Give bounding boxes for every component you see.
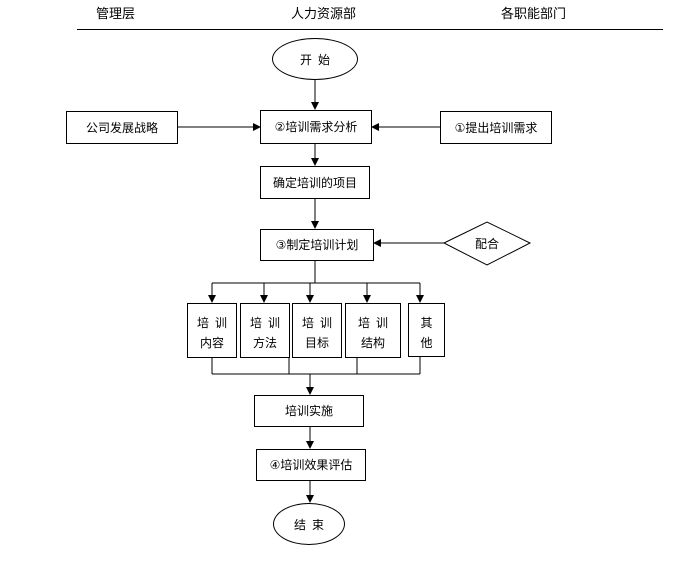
plan-item-line2: 目标 <box>304 336 329 350</box>
end-node: 结束 <box>273 503 345 545</box>
plan-item-line1: 其 <box>420 316 433 330</box>
column-header-hr: 人力资源部 <box>291 7 357 22</box>
plan-item-structure: 培训 结构 <box>345 303 401 358</box>
cooperate-diamond <box>442 221 532 266</box>
plan-item-line1: 培训 <box>196 316 233 330</box>
cooperate-label: 配合 <box>475 237 500 251</box>
propose-needs-box: ①提出培训需求 <box>440 111 552 144</box>
column-header-departments: 各职能部门 <box>501 7 567 22</box>
column-header-management: 管理层 <box>96 7 136 22</box>
plan-item-line2: 内容 <box>199 336 224 350</box>
plan-item-other: 其 他 <box>408 303 445 357</box>
plan-item-line2: 方法 <box>252 336 277 350</box>
start-node: 开始 <box>272 38 358 80</box>
plan-item-content: 培训 内容 <box>187 303 237 358</box>
header-divider <box>77 29 663 30</box>
plan-item-line1: 培训 <box>249 316 286 330</box>
plan-item-line1: 培训 <box>357 316 394 330</box>
confirm-items-box: 确定培训的项目 <box>260 166 370 199</box>
plan-item-method: 培训 方法 <box>240 303 290 358</box>
evaluate-box: ④培训效果评估 <box>256 449 366 481</box>
company-strategy-box: 公司发展战略 <box>66 111 178 144</box>
implement-box: 培训实施 <box>254 395 364 427</box>
plan-item-line2: 结构 <box>360 336 385 350</box>
make-plan-box: ③制定培训计划 <box>260 229 374 261</box>
plan-item-line1: 培训 <box>301 316 338 330</box>
plan-item-goal: 培训 目标 <box>292 303 342 358</box>
plan-item-line2: 他 <box>420 336 433 350</box>
needs-analysis-box: ②培训需求分析 <box>260 110 372 144</box>
